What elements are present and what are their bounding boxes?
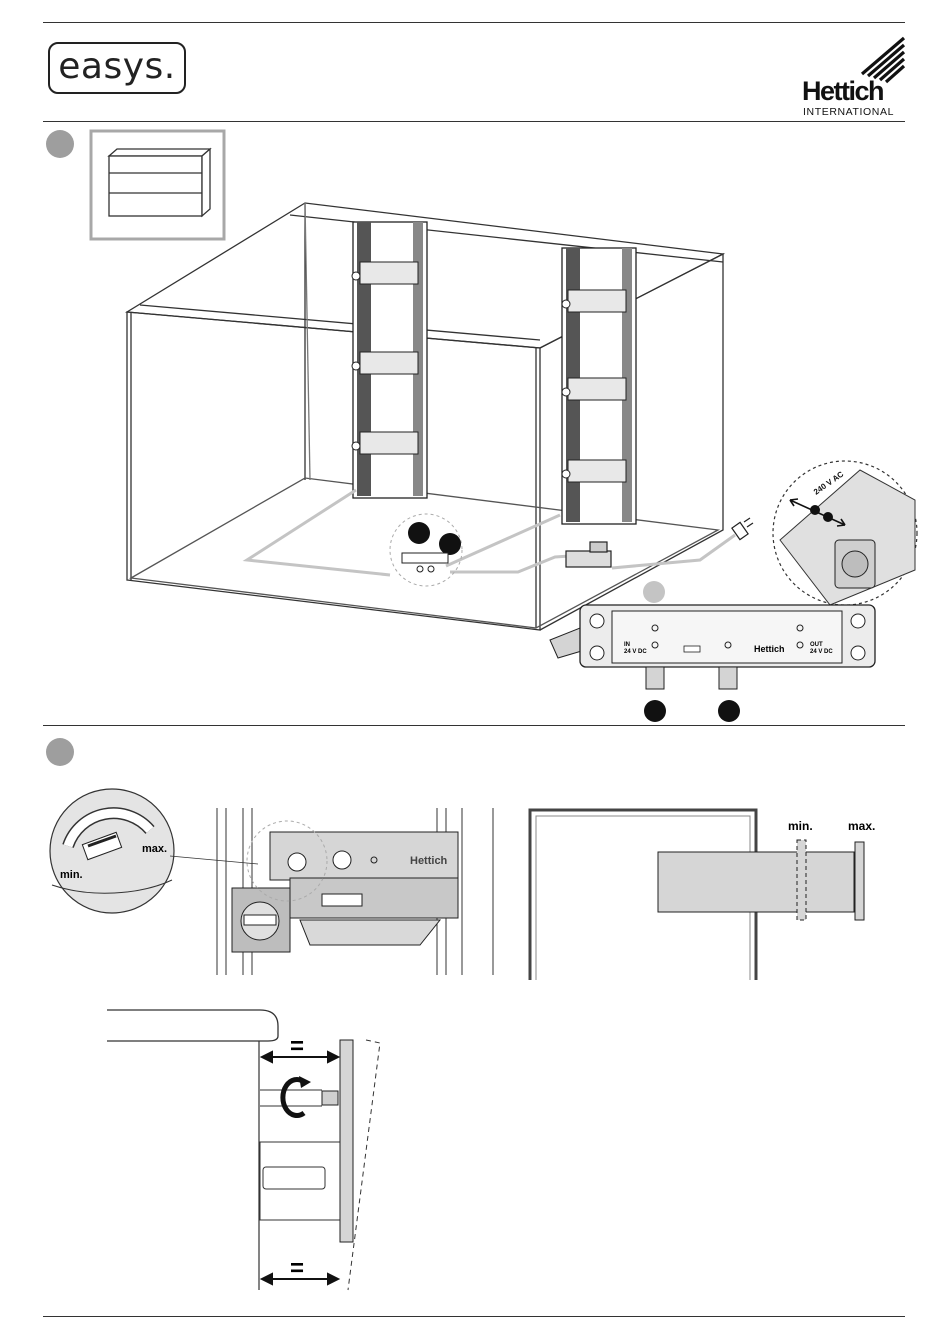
in-voltage: 24 V DC (624, 649, 647, 655)
control-unit-brand: Hettich (754, 644, 785, 654)
dial-closeup: min. max. (50, 789, 174, 913)
runner-closeup: Hettich (217, 808, 493, 975)
front-alignment-diagram: = = (107, 1010, 380, 1290)
bottom-rule (43, 1316, 905, 1317)
diagram-max-label: max. (848, 819, 875, 833)
runner-brand: Hettich (410, 855, 448, 867)
left-runner-column (352, 222, 427, 498)
step1-illustration: 240 V AC IN 24 V DC OUT 24 V DC Hettich (0, 0, 950, 730)
diagram-min-label: min. (788, 819, 813, 833)
double-arrow-icon-top (262, 1052, 338, 1062)
in-label: IN (624, 642, 630, 648)
rotate-arrow-icon (283, 1076, 311, 1116)
out-voltage: 24 V DC (810, 649, 833, 655)
out-label: OUT (810, 642, 823, 648)
dial-max-label: max. (142, 843, 167, 855)
socket-closeup: 240 V AC (773, 461, 917, 605)
distributor-detail (390, 514, 462, 586)
transformer-box (566, 542, 611, 567)
equal-sign-bottom: = (290, 1255, 304, 1282)
right-runner-column (562, 248, 636, 524)
dial-min-label: min. (60, 869, 83, 881)
equal-sign-top: = (290, 1033, 304, 1060)
adjustment-diagram: min. max. (530, 810, 875, 980)
control-unit: IN 24 V DC OUT 24 V DC Hettich (550, 605, 875, 722)
step-2-marker (46, 738, 74, 766)
double-arrow-icon-bottom (262, 1274, 338, 1284)
drawer-cabinet-thumbnail (91, 131, 224, 239)
control-unit-marker (643, 581, 665, 603)
power-cables (247, 490, 735, 575)
